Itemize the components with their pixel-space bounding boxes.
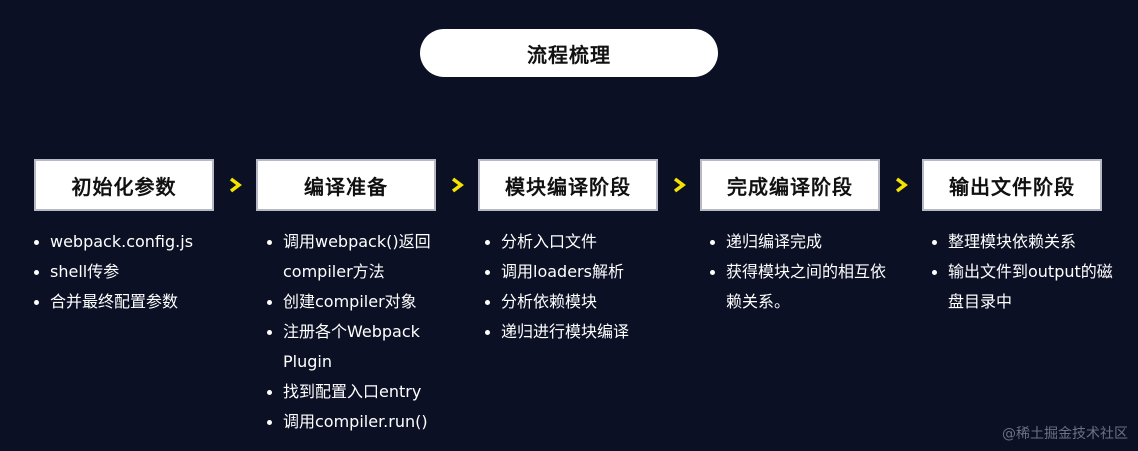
watermark: @稀土掘金技术社区 [1002,426,1128,442]
list-item: 分析入口文件 [483,227,678,257]
list-item: webpack.config.js [32,227,222,257]
list-item: 调用compiler.run() [265,407,455,437]
stage-box-module-compile: 模块编译阶段 [478,159,658,211]
list-item: 注册各个Webpack Plugin [265,317,455,377]
flow-title: 流程梳理 [420,29,718,77]
list-item: 调用loaders解析 [483,257,678,287]
list-item: 调用webpack()返回compiler方法 [265,227,455,287]
list-item: 分析依赖模块 [483,287,678,317]
chevron-right-icon [894,177,910,193]
stage-box-init: 初始化参数 [34,159,214,211]
chevron-right-icon [228,177,244,193]
list-item: 递归编译完成 [708,227,898,257]
chevron-right-icon [450,177,466,193]
list-item: 找到配置入口entry [265,377,455,407]
stage-bullets-module-compile: 分析入口文件 调用loaders解析 分析依赖模块 递归进行模块编译 [483,227,678,347]
list-item: shell传参 [32,257,222,287]
chevron-right-icon [672,177,688,193]
list-item: 获得模块之间的相互依赖关系。 [708,257,898,317]
list-item: 输出文件到output的磁盘目录中 [930,257,1120,317]
stage-bullets-output: 整理模块依赖关系 输出文件到output的磁盘目录中 [930,227,1120,317]
stage-bullets-prepare: 调用webpack()返回compiler方法 创建compiler对象 注册各… [265,227,455,437]
list-item: 整理模块依赖关系 [930,227,1120,257]
stage-box-prepare: 编译准备 [256,159,436,211]
list-item: 合并最终配置参数 [32,287,222,317]
list-item: 递归进行模块编译 [483,317,678,347]
stage-box-finish-compile: 完成编译阶段 [700,159,880,211]
stage-box-output: 输出文件阶段 [922,159,1102,211]
list-item: 创建compiler对象 [265,287,455,317]
stage-bullets-finish-compile: 递归编译完成 获得模块之间的相互依赖关系。 [708,227,898,317]
stage-bullets-init: webpack.config.js shell传参 合并最终配置参数 [32,227,222,317]
